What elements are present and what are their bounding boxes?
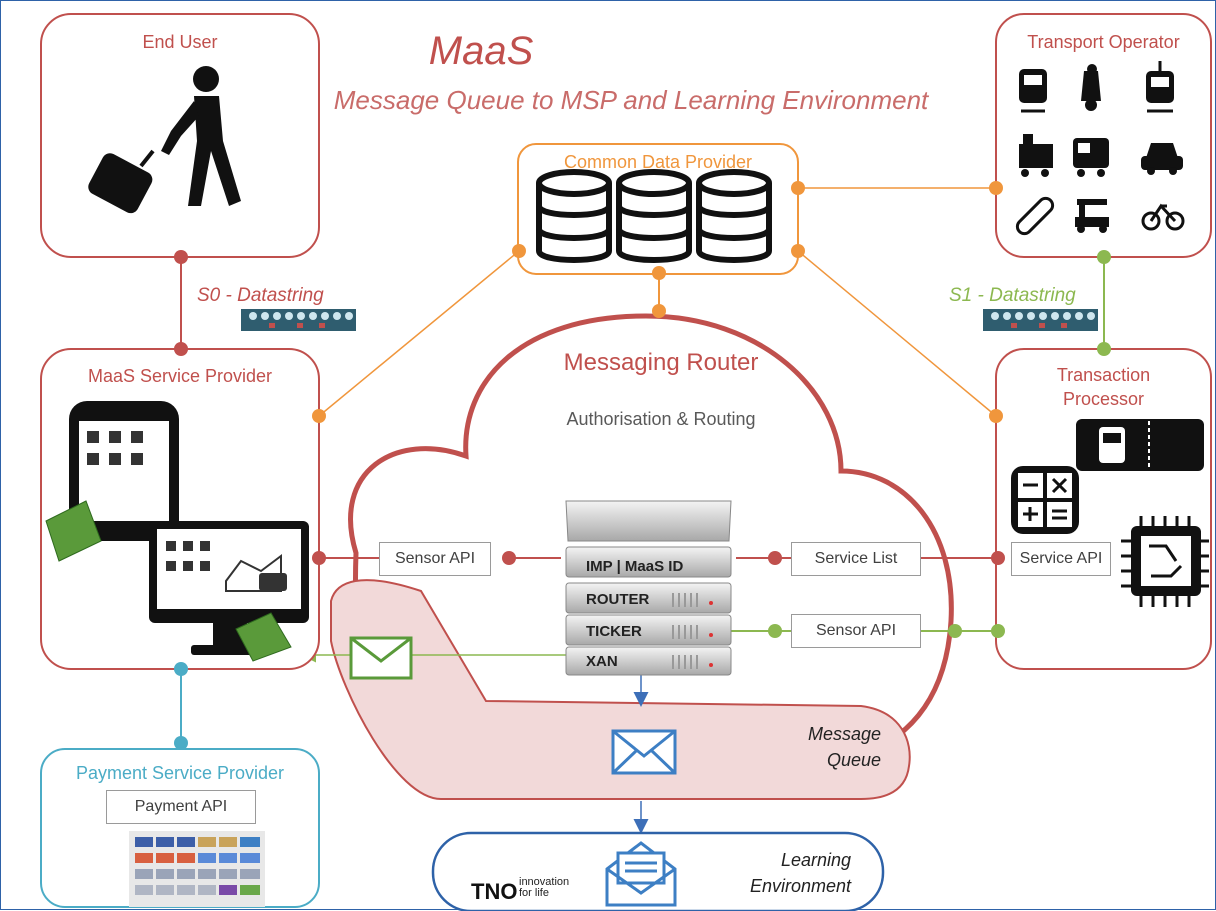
s1-datastring-label: S1 - Datastring [949,285,1076,306]
sensor-api-right-box: Sensor API [791,614,921,648]
green-mail-icon [349,636,413,680]
open-mail-icon [605,841,677,907]
steam-train-icon [1019,134,1053,177]
message-queue-label: Message Queue [807,724,881,770]
payment-service-provider-label: Payment Service Provider [75,763,285,783]
bus-icon [1073,138,1109,177]
messaging-router-label: Messaging Router [563,349,759,376]
page-title: MaaS [428,29,534,73]
green-envelope-icons [45,500,292,662]
end-user-label: End User [142,32,218,52]
traveller-with-suitcase-icon [88,66,241,214]
message-queue-shape [330,579,911,800]
transport-operator-label: Transport Operator [1027,32,1180,52]
cdp-to-tp-line [797,250,997,417]
payment-api-box: Payment API [106,790,256,824]
calculator-icon [1011,466,1079,534]
server-row-xan: XAN [586,653,618,670]
page-subtitle: Message Queue to MSP and Learning Enviro… [333,85,929,115]
server-row-router: ROUTER [586,591,650,608]
svg-text:TNO: TNO [471,879,517,904]
database-icon-3 [696,169,772,263]
database-icon-2 [616,169,692,263]
train-ticket-icon [1076,419,1204,471]
learning-environment-label: Learning Environment [749,850,851,896]
common-data-provider-label: Common Data Provider [563,152,753,172]
payment-cards-icon [129,831,265,907]
tno-logo: TNO [471,879,517,904]
s0-datastring-icons [241,309,356,331]
s1-datastring-icons [983,309,1098,331]
maas-service-provider-label: MaaS Service Provider [87,366,273,386]
transport-icons [1015,61,1185,236]
smartphone-icon [69,401,179,541]
sensor-api-left-box: Sensor API [379,542,491,576]
tno-tagline: innovation for life [519,876,570,899]
processor-chip-icon [1121,516,1209,607]
green-connector-dots [768,250,1111,638]
service-api-box: Service API [1011,542,1111,576]
server-rack-icon [565,500,732,676]
server-row-imp: IMP | MaaS ID [586,558,684,575]
messaging-router-sublabel: Authorisation & Routing [566,409,756,429]
cdp-to-msp-line [318,250,520,417]
orange-connector-dots [312,181,1003,423]
transaction-processor-label: Transaction Processor [1056,365,1151,409]
tram-icon [1146,61,1174,113]
blue-mail-icon [611,729,677,775]
teal-connector-dots [174,662,188,750]
bicycle-icon [1141,203,1185,231]
train-icon [1019,69,1047,113]
skateboard-icon [1015,196,1055,236]
red-connector-dots [174,250,1005,565]
car-icon [1141,143,1183,175]
golf-cart-icon [1075,199,1109,233]
server-row-ticker: TICKER [586,623,642,640]
scooter-icon [1081,64,1101,111]
s0-datastring-label: S0 - Datastring [197,285,324,306]
database-icons [536,169,772,263]
service-list-box: Service List [791,542,921,576]
database-icon-1 [536,169,612,263]
